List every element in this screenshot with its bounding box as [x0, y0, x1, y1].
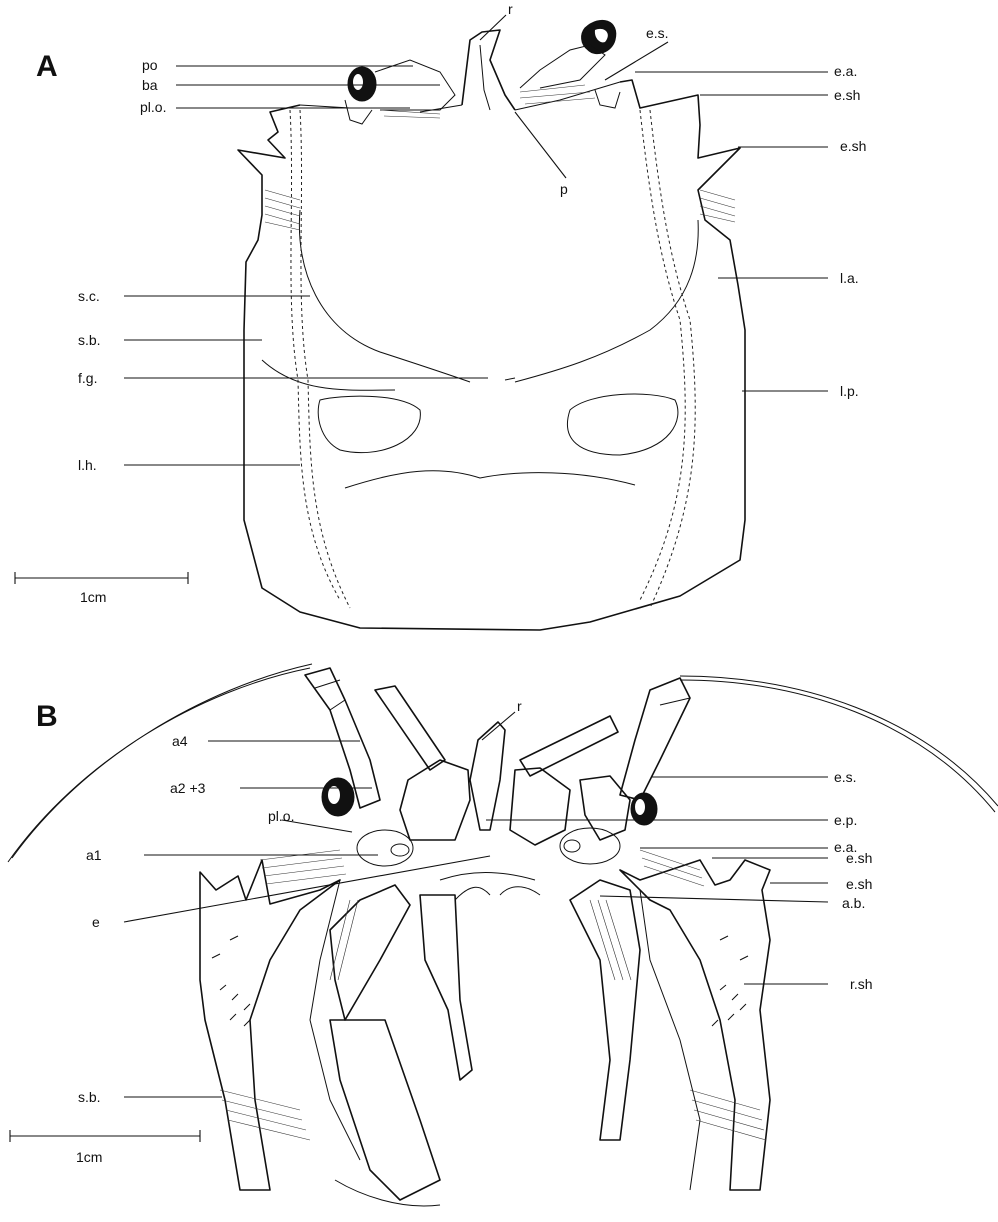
label-p-a: p [560, 181, 568, 197]
label-a23-b: a2 +3 [170, 780, 206, 796]
label-rostrum-a: r [508, 1, 513, 17]
label-plo-a: pl.o. [140, 99, 166, 115]
scale-bar-b: 1cm [10, 1130, 200, 1165]
shading-b [220, 850, 766, 1140]
label-po-a: po [142, 57, 158, 73]
panel-b: B [8, 664, 998, 1206]
scale-label-a: 1cm [80, 589, 106, 605]
label-e-b: e [92, 914, 100, 930]
label-la-a: l.a. [840, 270, 859, 286]
label-ab-b: a.b. [842, 895, 865, 911]
label-es-a: e.s. [646, 25, 669, 41]
rostrum-b [470, 722, 505, 830]
label-ep-b: e.p. [834, 812, 857, 828]
panel-a-title: A [36, 50, 58, 83]
label-esh1-b: e.sh [846, 850, 872, 866]
setae-marks-b [212, 936, 748, 1026]
leaders-a [124, 15, 828, 465]
panel-b-title: B [36, 700, 58, 733]
label-es-b: e.s. [834, 769, 857, 785]
scale-label-b: 1cm [76, 1149, 102, 1165]
label-lp-a: l.p. [840, 383, 859, 399]
antenna-flagellum-left [8, 668, 310, 862]
maxilliped-right [570, 880, 640, 1140]
maxilliped-left [330, 885, 410, 1020]
leaders-b [124, 712, 828, 1097]
label-esh1-a: e.sh [834, 87, 860, 103]
carapace-outline-a [238, 80, 745, 630]
label-esh2-a: e.sh [840, 138, 866, 154]
panel-a: A [15, 1, 866, 630]
rostrum-a [462, 30, 515, 110]
label-sb-b: s.b. [78, 1089, 101, 1105]
label-plo-b: pl.o. [268, 808, 294, 824]
antenna-flagellum-right [680, 680, 995, 812]
label-esh2-b: e.sh [846, 876, 872, 892]
label-lh-a: l.h. [78, 457, 97, 473]
label-rsh-b: r.sh [850, 976, 873, 992]
label-ba-a: ba [142, 77, 158, 93]
scale-bar-a: 1cm [15, 572, 188, 605]
label-a1-b: a1 [86, 847, 102, 863]
carapace-left-b [200, 860, 340, 1190]
label-rostrum-b: r [517, 698, 522, 714]
label-ea-a: e.a. [834, 63, 857, 79]
label-sc-a: s.c. [78, 288, 100, 304]
label-a4-b: a4 [172, 733, 188, 749]
cervical-groove-a [299, 210, 470, 382]
label-fg-a: f.g. [78, 370, 97, 386]
label-sb-a: s.b. [78, 332, 101, 348]
antenna-right-a4 [620, 678, 690, 800]
